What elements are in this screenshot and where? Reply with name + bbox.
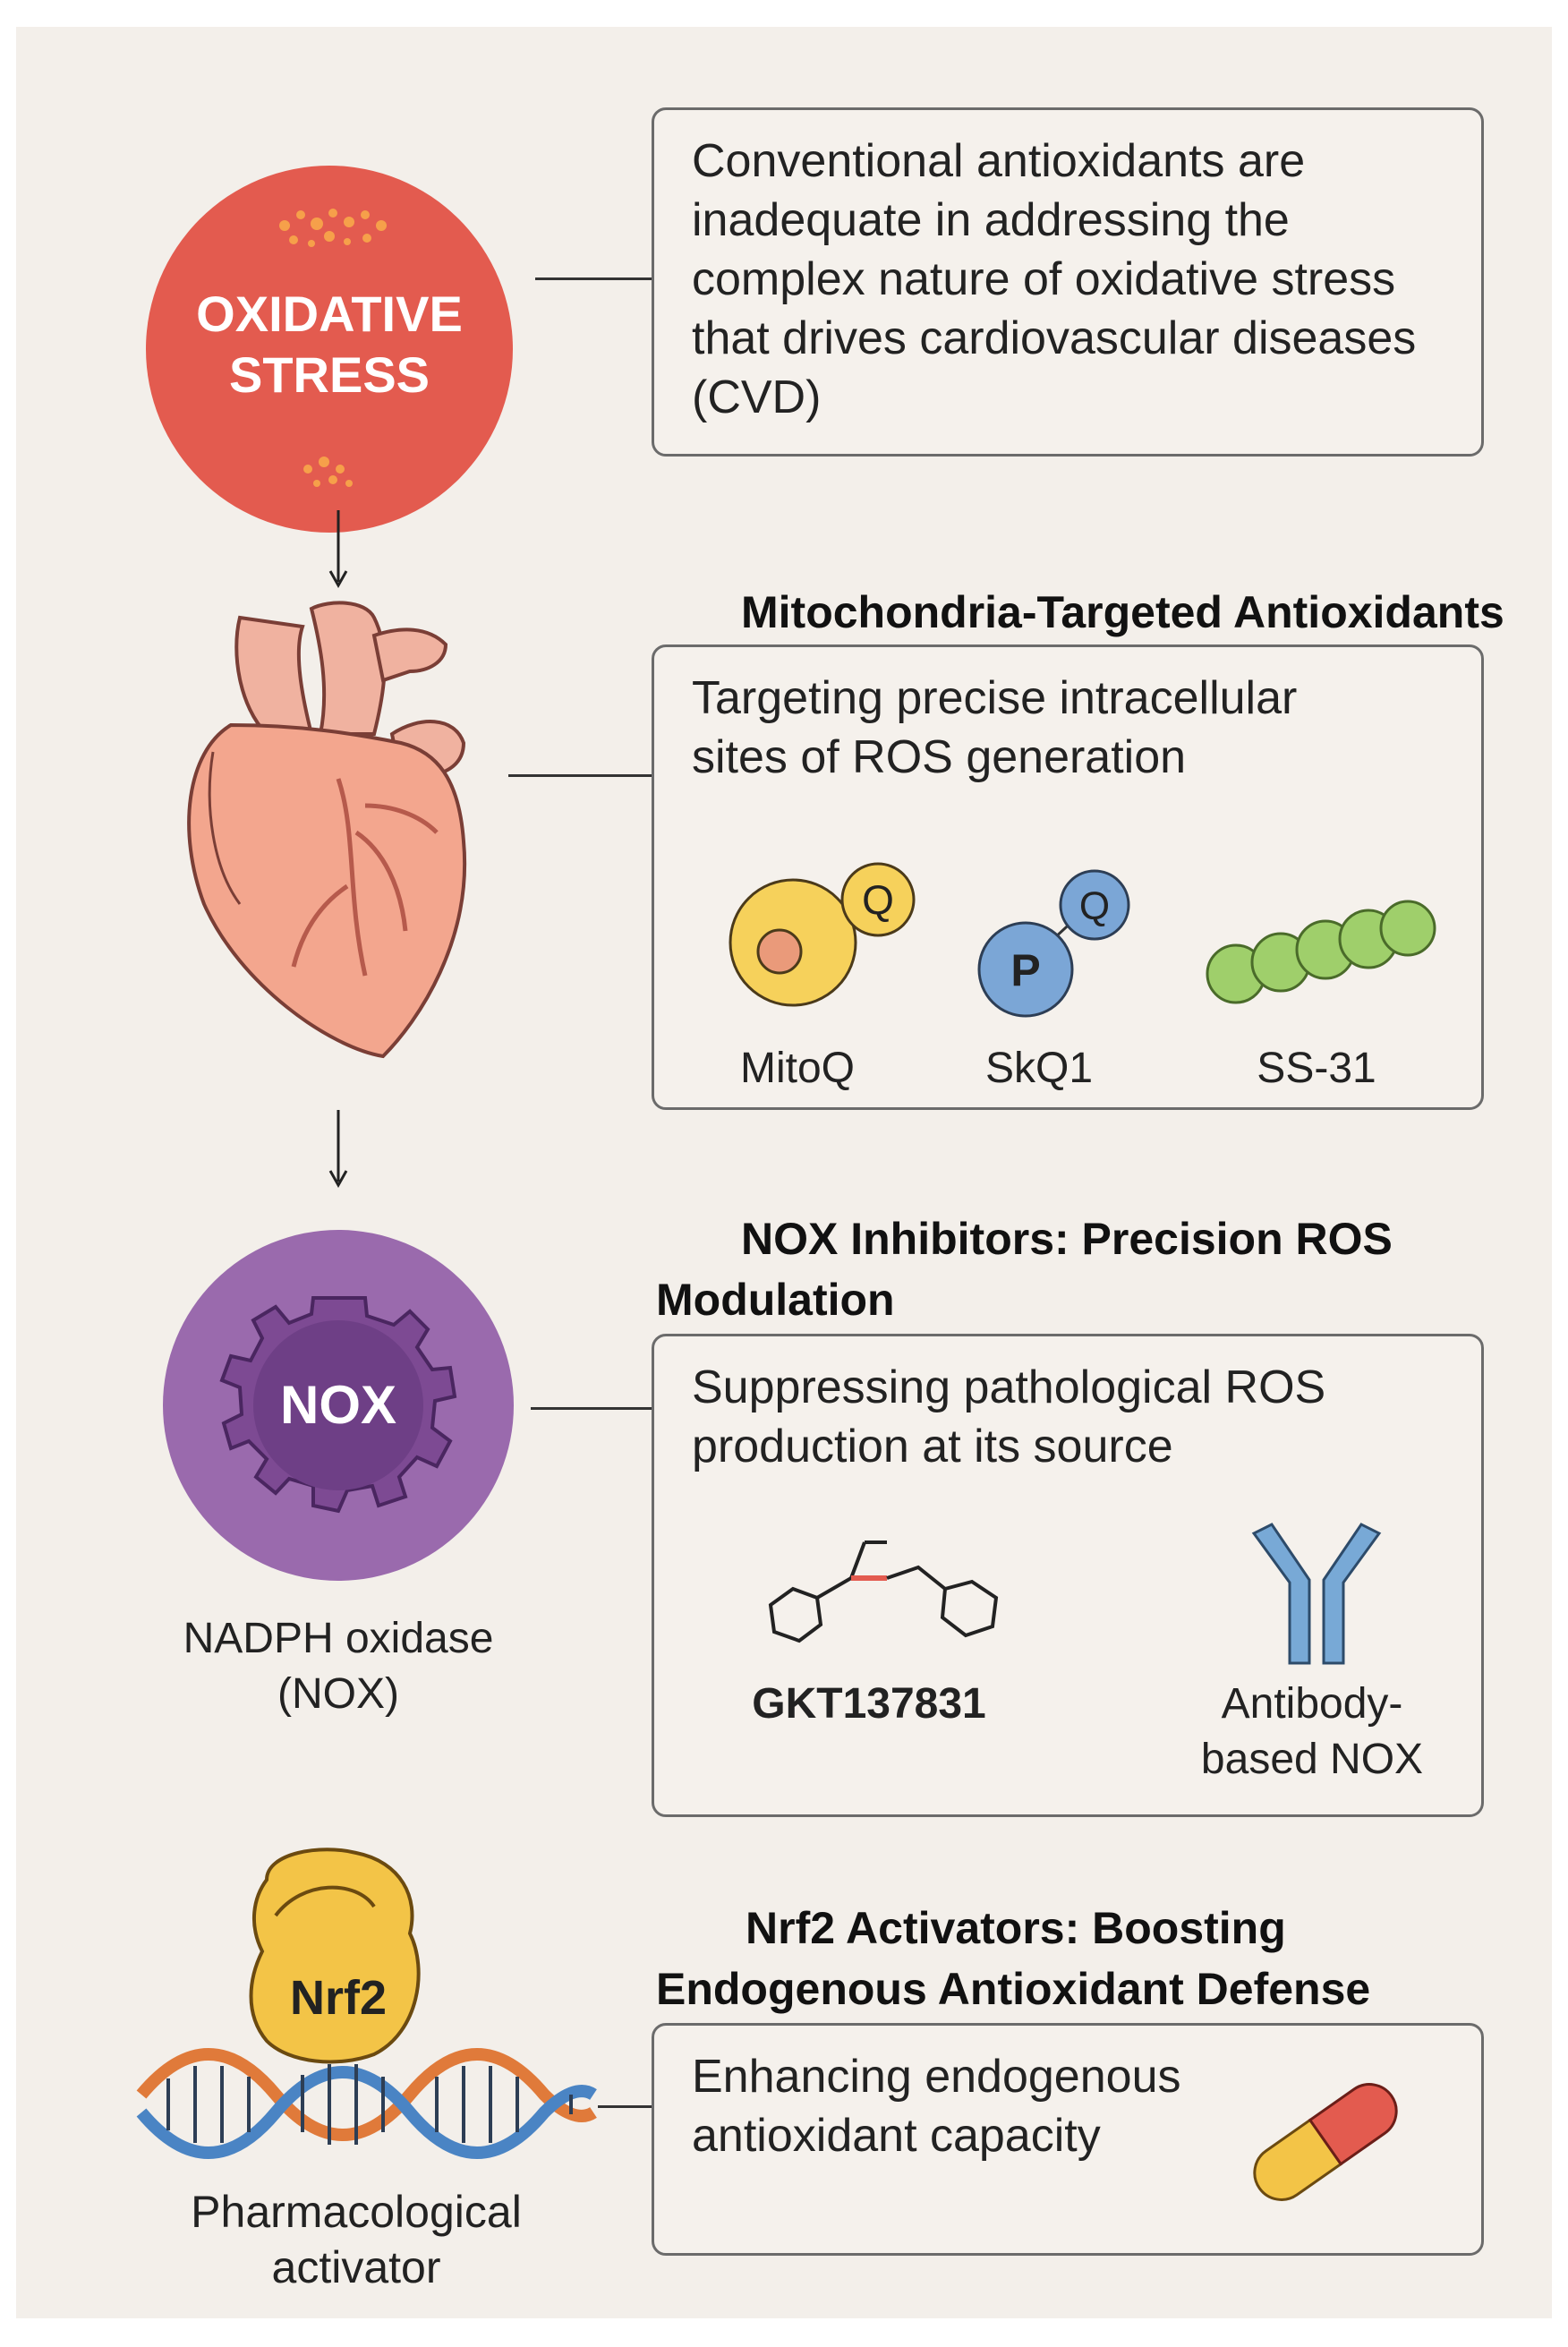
nox-box: Suppressing pathological ROS production …: [652, 1334, 1484, 1817]
skq1-label: SkQ1: [984, 1045, 1094, 1092]
mito-box: Targeting precise intracellular sites of…: [652, 644, 1484, 1110]
nrf2-heading-line: Endogenous Antioxidant Defense: [656, 1964, 1371, 2014]
particle-dots-icon: [279, 209, 387, 487]
infographic-canvas: OXIDATIVE STRESS Conventional antioxidan…: [16, 27, 1552, 2318]
capsule-pill-icon: [1253, 2083, 1398, 2201]
skq1-badge-q: Q: [1079, 884, 1110, 928]
nox-line: production at its source: [692, 1421, 1173, 1472]
nox-caption-line: NADPH oxidase: [183, 1615, 494, 1662]
connector-line: [531, 1407, 665, 1410]
nox-line: Suppressing pathological ROS: [692, 1361, 1326, 1413]
nrf2-line: antioxidant capacity: [692, 2110, 1101, 2162]
nox-circle-label: NOX: [280, 1375, 396, 1435]
oxidative-stress-circle: OXIDATIVE STRESS: [146, 166, 513, 533]
gkt137831-structure-icon: [768, 1540, 999, 1643]
nrf2-heading-line: Nrf2 Activators: Boosting: [746, 1903, 1286, 1953]
nrf2-caption-line: Pharmacological: [191, 2187, 522, 2237]
intro-line: complex nature of oxidative stress: [692, 253, 1396, 305]
antibody-icon: [1251, 1523, 1382, 1665]
stress-label-line1: OXIDATIVE: [196, 286, 463, 342]
mito-line: Targeting precise intracellular: [692, 672, 1298, 724]
nrf2-caption: Pharmacological activator: [132, 2184, 580, 2295]
antibody-label: Antibody- based NOX: [1164, 1677, 1460, 1788]
intro-line: (CVD): [692, 371, 822, 423]
intro-line: Conventional antioxidants are: [692, 135, 1306, 187]
nox-text: Suppressing pathological ROS production …: [692, 1358, 1470, 1476]
down-arrow-icon: [328, 510, 348, 589]
nrf2-caption-line: activator: [271, 2242, 441, 2292]
nrf2-text: Enhancing endogenous antioxidant capacit…: [692, 2047, 1229, 2165]
down-arrow-icon: [328, 1110, 348, 1189]
antibody-label-line: based NOX: [1200, 1736, 1424, 1783]
nox-enzyme-circle: NOX: [163, 1230, 514, 1581]
skq1-badge-p: P: [1010, 945, 1040, 995]
heart-icon: [187, 601, 467, 1059]
connector-line: [598, 2105, 665, 2108]
mito-line: sites of ROS generation: [692, 731, 1187, 783]
skq1-molecule-icon: P Q: [977, 869, 1130, 1018]
ss31-label: SS-31: [1257, 1045, 1376, 1092]
gkt137831-label: GKT137831: [752, 1680, 986, 1728]
nox-heading-line: Modulation: [656, 1275, 895, 1325]
mitoq-molecule-icon: Q: [729, 862, 916, 1007]
ss31-peptide-icon: [1206, 900, 1436, 1004]
mito-heading: Mitochondria-Targeted Antioxidants: [741, 587, 1504, 637]
nrf2-dna-icon: Nrf2: [136, 1848, 597, 2159]
nox-heading-line: NOX Inhibitors: Precision ROS: [741, 1214, 1393, 1264]
nrf2-box: Enhancing endogenous antioxidant capacit…: [652, 2023, 1484, 2256]
mitoq-label: MitoQ: [739, 1045, 855, 1092]
mito-text: Targeting precise intracellular sites of…: [692, 669, 1470, 787]
nox-caption: NADPH oxidase (NOX): [132, 1611, 544, 1722]
nrf2-protein-label: Nrf2: [290, 1971, 387, 2025]
antibody-label-line: Antibody-: [1221, 1680, 1403, 1728]
intro-text: Conventional antioxidants are inadequate…: [692, 132, 1470, 427]
intro-line: inadequate in addressing the: [692, 194, 1290, 246]
connector-line: [535, 277, 665, 280]
nox-heading: NOX Inhibitors: Precision ROS Modulation: [656, 1208, 1515, 1330]
intro-line: that drives cardiovascular diseases: [692, 312, 1417, 364]
mitoq-badge-q: Q: [862, 876, 894, 923]
nrf2-heading: Nrf2 Activators: Boosting Endogenous Ant…: [656, 1898, 1542, 2019]
nrf2-line: Enhancing endogenous: [692, 2051, 1181, 2103]
stress-label-line2: STRESS: [229, 346, 430, 403]
connector-line: [508, 774, 665, 777]
intro-box: Conventional antioxidants are inadequate…: [652, 107, 1484, 457]
nox-caption-line: (NOX): [277, 1670, 399, 1718]
